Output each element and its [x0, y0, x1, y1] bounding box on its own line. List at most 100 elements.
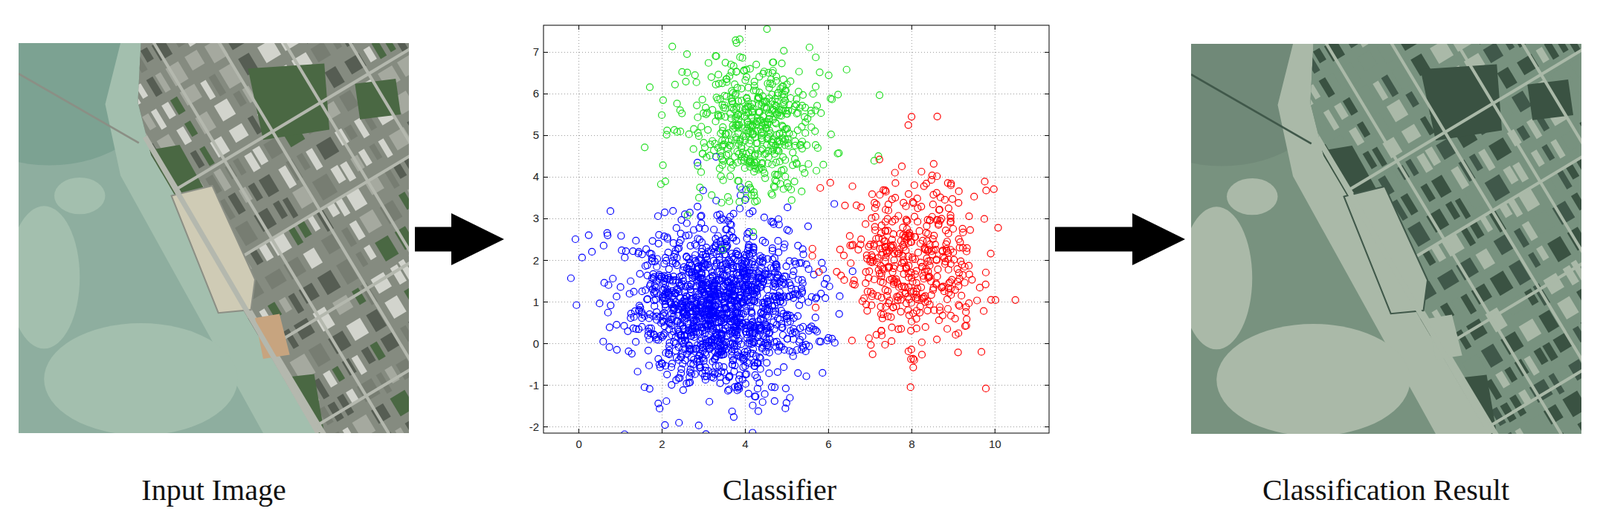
- building-block: [1248, 419, 1264, 435]
- building-block: [1504, 367, 1518, 383]
- building-block: [1320, 336, 1346, 364]
- building-block: [1567, 428, 1582, 435]
- building-block: [151, 239, 169, 262]
- data-point: [660, 260, 668, 267]
- building-block: [94, 208, 108, 225]
- building-block: [1191, 59, 1201, 84]
- building-block: [26, 183, 41, 202]
- building-block: [382, 43, 397, 53]
- data-point: [678, 350, 686, 357]
- building-block: [1386, 99, 1409, 123]
- city-blocks: [1191, 43, 1582, 435]
- data-point: [759, 237, 766, 244]
- building-block: [1405, 159, 1419, 177]
- building-block: [292, 185, 314, 209]
- building-block: [1191, 229, 1193, 253]
- data-point: [744, 390, 752, 398]
- building-block: [232, 158, 247, 176]
- building-block: [1236, 225, 1251, 242]
- data-point: [813, 328, 821, 336]
- data-point: [667, 364, 675, 372]
- building-block: [92, 142, 109, 164]
- building-block: [216, 368, 232, 388]
- building-block: [235, 356, 253, 378]
- building-block: [72, 385, 95, 408]
- data-point: [768, 245, 776, 253]
- data-point: [679, 266, 687, 274]
- building-block: [1295, 121, 1315, 143]
- data-point: [656, 405, 664, 412]
- building-block: [1268, 338, 1292, 365]
- data-point: [661, 208, 669, 216]
- building-block: [1345, 291, 1368, 313]
- building-block: [31, 214, 46, 233]
- building-block: [1204, 275, 1225, 296]
- building-block: [184, 120, 198, 137]
- building-block: [1223, 263, 1247, 287]
- building-block: [1274, 71, 1290, 90]
- building-block: [51, 262, 75, 286]
- data-point: [644, 347, 652, 354]
- building-block: [201, 343, 218, 365]
- building-block: [1395, 43, 1418, 52]
- building-block: [81, 313, 103, 339]
- building-block: [1191, 160, 1200, 180]
- data-point: [588, 248, 596, 256]
- building-block: [339, 89, 360, 112]
- building-block: [1217, 170, 1233, 189]
- building-block: [317, 269, 342, 296]
- building-block: [1191, 119, 1211, 144]
- building-block: [1488, 137, 1512, 162]
- building-block: [1266, 208, 1280, 226]
- building-block: [1305, 313, 1328, 340]
- building-block: [93, 77, 108, 94]
- building-block: [1205, 410, 1222, 432]
- building-block: [147, 336, 174, 363]
- data-point: [640, 384, 648, 392]
- data-point: [780, 364, 788, 372]
- building-block: [1329, 205, 1344, 222]
- building-block: [400, 325, 409, 343]
- data-point: [774, 237, 782, 245]
- building-block: [1272, 304, 1290, 325]
- building-block: [225, 362, 241, 382]
- building-block: [64, 154, 89, 181]
- building-block: [199, 145, 215, 166]
- building-block: [1501, 43, 1515, 51]
- data-point: [663, 398, 670, 406]
- building-block: [19, 382, 42, 403]
- building-block: [18, 286, 36, 310]
- building-block: [1402, 388, 1424, 409]
- building-block: [1217, 43, 1231, 56]
- building-block: [195, 313, 211, 331]
- data-point: [679, 275, 687, 282]
- building-block: [1240, 57, 1256, 76]
- building-block: [1330, 268, 1348, 287]
- building-block: [1542, 342, 1558, 362]
- road: [131, 43, 409, 400]
- building-block: [1313, 47, 1327, 64]
- building-block: [1269, 107, 1285, 128]
- data-point: [698, 212, 705, 220]
- data-point: [819, 369, 827, 377]
- building-block: [1260, 177, 1277, 198]
- building-block: [1400, 430, 1416, 435]
- building-block: [120, 57, 135, 75]
- data-point: [835, 310, 843, 318]
- building-block: [1238, 289, 1262, 315]
- building-block: [18, 118, 38, 143]
- building-block: [265, 401, 287, 424]
- data-point: [621, 254, 629, 261]
- building-block: [1373, 344, 1391, 366]
- data-point: [771, 397, 778, 405]
- building-block: [26, 47, 50, 74]
- data-point: [607, 208, 615, 215]
- data-point: [573, 301, 580, 309]
- building-block: [1292, 289, 1314, 311]
- data-point: [733, 250, 740, 258]
- building-block: [1248, 221, 1263, 240]
- building-block: [384, 295, 406, 320]
- building-block: [173, 290, 195, 312]
- data-point: [836, 292, 844, 300]
- building-block: [23, 348, 46, 372]
